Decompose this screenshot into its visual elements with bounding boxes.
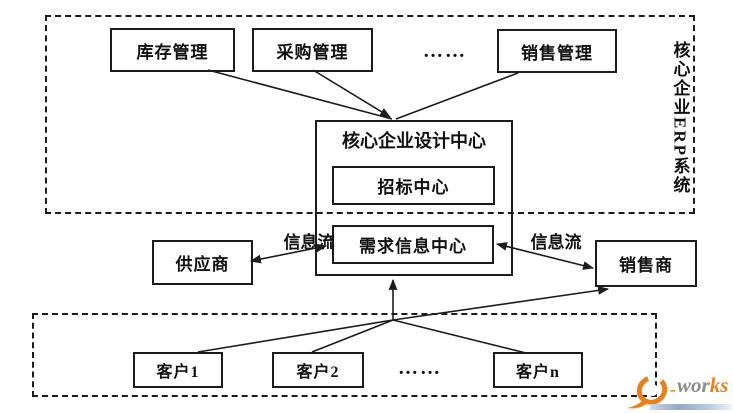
design-center-title: 核心企业设计中心	[342, 131, 486, 151]
inventory-management-label: 库存管理	[136, 42, 209, 62]
customer-2-label: 客户2	[296, 364, 340, 381]
demand-info-center-box: 需求信息中心	[332, 225, 494, 264]
seller-label: 销售商	[619, 256, 673, 275]
bottom-ellipsis: ……	[398, 356, 442, 379]
bidding-center-box: 招标中心	[332, 166, 495, 205]
erp-system-dashed-frame	[45, 15, 695, 214]
eworks-underline-bar	[650, 404, 732, 410]
seller-box: 销售商	[595, 240, 697, 287]
bidding-center-label: 招标中心	[377, 178, 450, 197]
supplier-box: 供应商	[152, 240, 253, 285]
sales-management-label: 销售管理	[521, 43, 593, 63]
eworks-comet-icon	[627, 375, 668, 409]
supplier-label: 供应商	[175, 255, 230, 274]
purchase-management-box: 采购管理	[252, 28, 373, 72]
eworks-logo: - works	[624, 372, 733, 413]
eworks-hyphen: -	[670, 379, 676, 399]
customer-n-label: 客户n	[516, 364, 560, 381]
customer-1-label: 客户1	[156, 364, 200, 381]
design-center-box	[315, 120, 513, 276]
inventory-management-box: 库存管理	[110, 28, 235, 72]
eworks-wordmark: works	[677, 373, 728, 398]
sales-management-box: 销售管理	[497, 29, 617, 73]
purchase-management-label: 采购管理	[276, 42, 349, 62]
erp-system-side-label: 核心企业ERP系统	[670, 41, 690, 195]
eworks-text-orange: ks	[709, 373, 729, 397]
customer-2-box: 客户2	[272, 352, 364, 388]
customers-dashed-frame	[32, 313, 657, 397]
customer-1-box: 客户1	[133, 352, 223, 388]
eworks-text-gray: wor	[677, 373, 710, 397]
info-flow-label-left: 信息流	[283, 232, 335, 252]
info-flow-label-right: 信息流	[530, 232, 582, 252]
customer-n-box: 客户n	[493, 352, 583, 388]
top-ellipsis: ……	[423, 39, 467, 62]
demand-info-center-label: 需求信息中心	[359, 237, 467, 256]
